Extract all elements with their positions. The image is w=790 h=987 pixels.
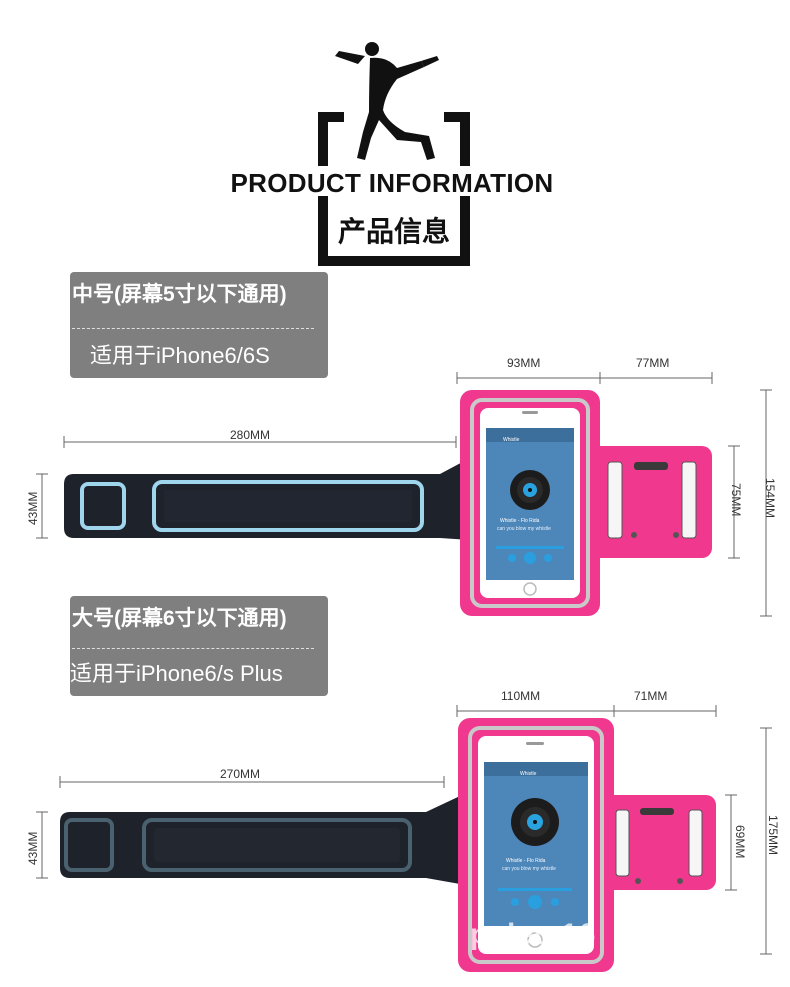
play-button-icon [528, 895, 542, 909]
size-label-large: 大号(屏幕6寸以下通用) 适用于iPhone6/s Plus [70, 596, 328, 696]
size-name: 中号(屏幕5寸以下通用) [72, 283, 287, 306]
dim-strap-length: 280MM [230, 428, 271, 442]
header-title-en: PRODUCT INFORMATION [230, 168, 554, 198]
screen-lyric: can you blow my whistle [502, 866, 556, 872]
watermark: pelec.16 [470, 918, 597, 951]
size-label-medium: 中号(屏幕5寸以下通用) 适用于iPhone6/6S [70, 272, 328, 378]
dim-pouch-width: 93MM [507, 356, 541, 370]
screen-song-title: Whistle [520, 771, 537, 777]
dim-total-height: 175MM [766, 815, 780, 856]
strap-buckle [64, 818, 114, 872]
header-bracket-top [318, 112, 470, 166]
dim-strap-height: 43MM [26, 491, 40, 525]
dim-pouch-width: 110MM [501, 689, 541, 703]
dim-flap-height: 69MM [733, 825, 747, 859]
dim-flap-width: 77MM [636, 356, 670, 370]
screen-lyric: can you blow my whistle [497, 526, 551, 532]
size-fits: 适用于iPhone6/6S [90, 343, 270, 368]
dim-flap-width: 71MM [634, 689, 668, 703]
screen-artist: Whistle - Flo Rida [506, 858, 546, 864]
dimension-lines [36, 705, 772, 955]
armband-medium-illustration [36, 372, 772, 617]
home-button-icon [523, 582, 537, 596]
dim-strap-height: 43MM [26, 831, 40, 865]
screen-artist: Whistle - Flo Rida [500, 518, 540, 524]
dim-flap-height: 75MM [729, 483, 743, 517]
dim-strap-length: 270MM [220, 767, 261, 781]
header-bracket-bottom [318, 196, 470, 266]
runner-silhouette-icon [335, 42, 439, 160]
play-button-icon [524, 552, 536, 564]
home-button-icon [527, 932, 543, 948]
dimension-lines [36, 372, 772, 617]
size-fits: 适用于iPhone6/s Plus [70, 661, 283, 686]
dashed-divider [72, 648, 314, 649]
dim-total-height: 154MM [763, 478, 777, 519]
size-name: 大号(屏幕6寸以下通用) [72, 607, 287, 630]
header-title-cn: 产品信息 [337, 216, 450, 247]
screen-song-title: Whistle [503, 437, 520, 443]
strap-buckle [80, 482, 126, 530]
dashed-divider [72, 328, 314, 329]
armband-large-illustration [36, 705, 772, 972]
